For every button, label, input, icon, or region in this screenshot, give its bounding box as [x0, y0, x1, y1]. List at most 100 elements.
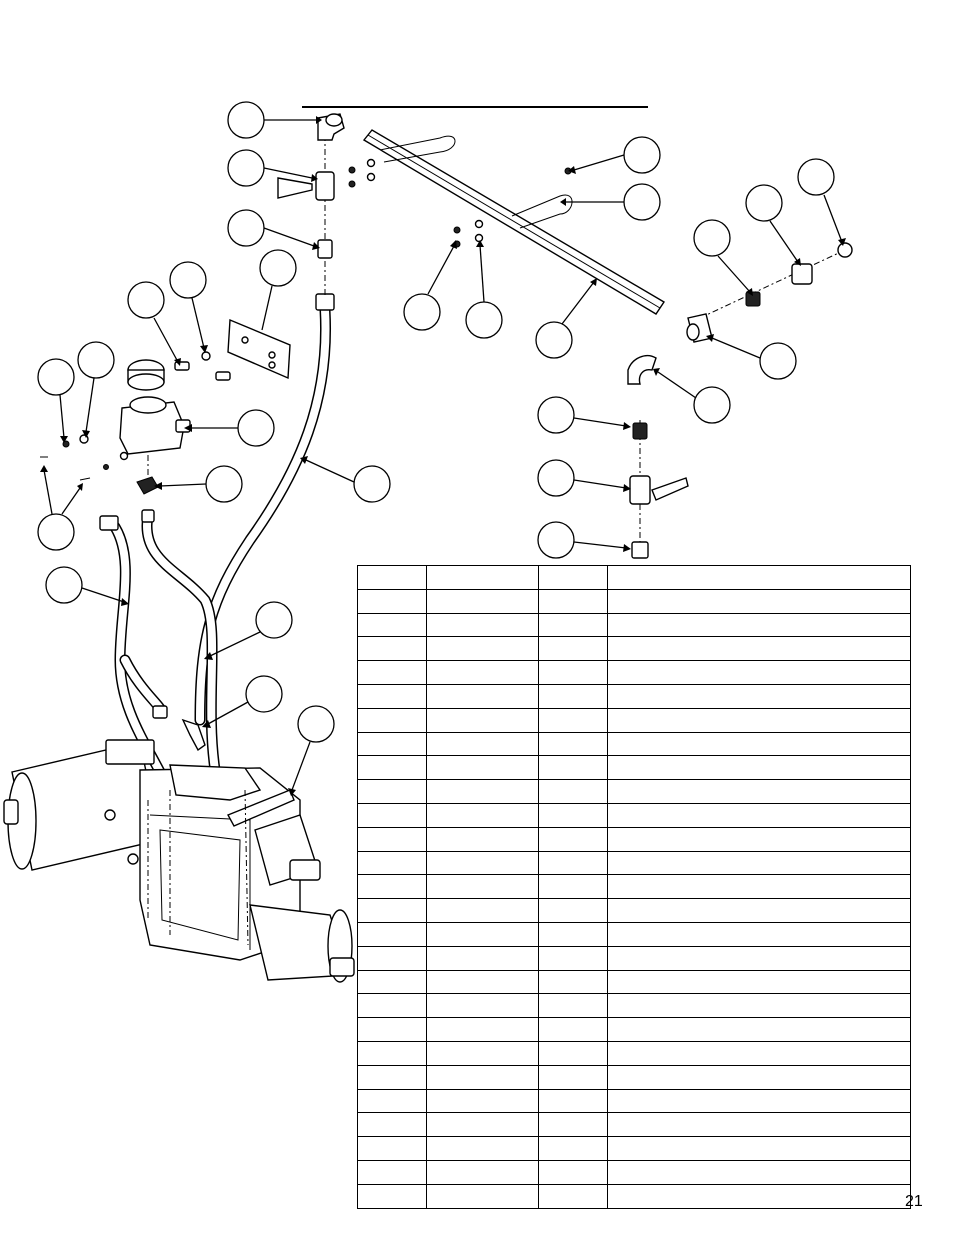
top-valve-stack — [277, 113, 345, 295]
table-cell — [607, 1064, 911, 1090]
table-cell — [426, 993, 539, 1019]
callout-4 — [623, 136, 661, 174]
table-cell — [357, 707, 427, 733]
table-cell — [607, 850, 911, 876]
table-cell — [426, 1112, 539, 1138]
table-row — [357, 1159, 911, 1185]
table-cell — [357, 898, 427, 923]
table-row — [357, 612, 911, 638]
table-cell — [607, 588, 911, 614]
table-row — [357, 1064, 911, 1090]
table-cell — [607, 969, 911, 995]
table-cell — [357, 921, 427, 947]
table-cell — [357, 1040, 427, 1066]
table-cell — [426, 588, 539, 614]
callout-14 — [535, 321, 573, 359]
callout-29 — [297, 705, 335, 743]
table-cell — [426, 1040, 539, 1066]
right-fitting-group — [627, 242, 853, 559]
table-row — [357, 1112, 911, 1138]
table-cell — [426, 755, 539, 781]
table-cell — [538, 921, 608, 947]
table-cell — [357, 636, 427, 662]
table-row — [357, 1136, 911, 1161]
callout-8 — [693, 219, 731, 257]
table-row — [357, 731, 911, 757]
table-cell — [426, 1064, 539, 1090]
table-cell — [426, 707, 539, 733]
hose-assembly — [109, 304, 332, 806]
header-cell — [607, 565, 911, 590]
table-cell — [426, 660, 539, 685]
callout-28 — [245, 675, 283, 713]
callout-10 — [169, 261, 207, 299]
table-row — [357, 993, 911, 1019]
table-cell — [357, 802, 427, 828]
table-cell — [607, 636, 911, 662]
table-row — [357, 826, 911, 852]
table-row — [357, 945, 911, 971]
table-cell — [426, 945, 539, 971]
table-cell — [538, 993, 608, 1019]
table-cell — [607, 1136, 911, 1161]
table-cell — [607, 802, 911, 828]
table-cell — [426, 1017, 539, 1042]
callout-11 — [127, 281, 165, 319]
table-cell — [538, 1017, 608, 1042]
table-cell — [538, 1183, 608, 1209]
callout-20 — [205, 465, 243, 503]
table-cell — [357, 779, 427, 804]
table-row — [357, 874, 911, 900]
table-row — [357, 683, 911, 709]
callout-1 — [227, 101, 265, 139]
callout-7 — [745, 184, 783, 222]
table-cell — [538, 1064, 608, 1090]
table-cell — [426, 612, 539, 638]
table-cell — [357, 826, 427, 852]
table-cell — [538, 850, 608, 876]
callout-9 — [259, 249, 297, 287]
table-cell — [538, 755, 608, 781]
callout-16 — [693, 386, 731, 424]
table-cell — [538, 612, 608, 638]
table-cell — [426, 898, 539, 923]
callout-2 — [227, 149, 265, 187]
hose-fittings — [99, 293, 335, 752]
table-cell — [607, 755, 911, 781]
callout-3 — [227, 209, 265, 247]
table-cell — [538, 969, 608, 995]
table-cell — [607, 612, 911, 638]
table-cell — [426, 1136, 539, 1161]
table-row — [357, 755, 911, 781]
table-cell — [357, 993, 427, 1019]
table-cell — [538, 1112, 608, 1138]
header-cell — [538, 565, 608, 590]
callout-12 — [403, 293, 441, 331]
table-cell — [426, 1088, 539, 1114]
table-cell — [538, 1159, 608, 1185]
callout-22 — [537, 396, 575, 434]
table-cell — [538, 1040, 608, 1066]
table-cell — [357, 683, 427, 709]
table-header-row — [357, 565, 911, 590]
page-number: 21 — [905, 1193, 923, 1210]
table-cell — [426, 1183, 539, 1209]
header-cell — [426, 565, 539, 590]
table-cell — [357, 1159, 427, 1185]
table-row — [357, 1040, 911, 1066]
table-row — [357, 1088, 911, 1114]
table-cell — [357, 1017, 427, 1042]
table-row — [357, 921, 911, 947]
table-cell — [538, 1088, 608, 1114]
table-cell — [538, 683, 608, 709]
table-cell — [426, 636, 539, 662]
table-cell — [357, 755, 427, 781]
table-cell — [607, 1183, 911, 1209]
callout-27 — [255, 601, 293, 639]
table-row — [357, 802, 911, 828]
table-cell — [357, 1183, 427, 1209]
table-cell — [607, 1088, 911, 1114]
table-cell — [357, 612, 427, 638]
table-cell — [607, 1017, 911, 1042]
table-cell — [357, 1112, 427, 1138]
